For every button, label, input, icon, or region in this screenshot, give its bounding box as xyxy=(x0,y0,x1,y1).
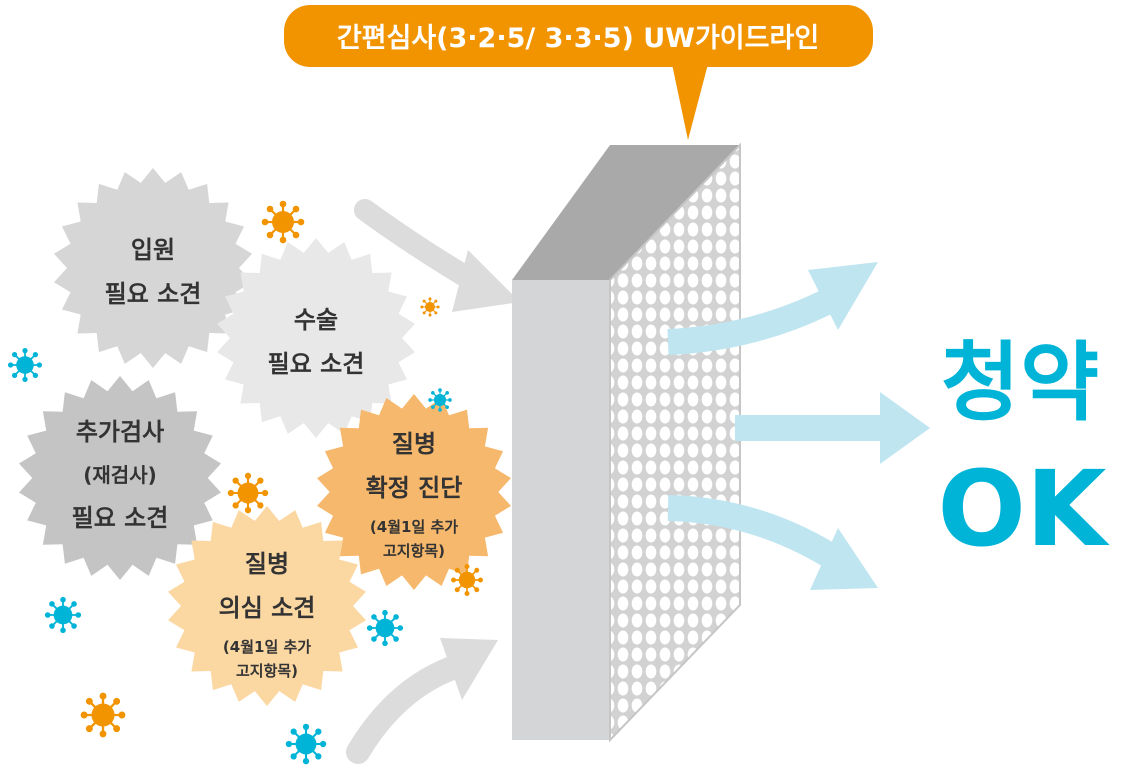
orange-virus-icon xyxy=(260,199,306,245)
badge-surgery-line1: 수술 xyxy=(294,306,338,334)
orange-virus-icon xyxy=(226,471,270,515)
badge-extra-test-line1: 추가검사 xyxy=(76,418,164,446)
outflow-arrow-down xyxy=(667,495,878,590)
badge-confirmed-note2: 고지항목) xyxy=(383,542,445,560)
badge-surgery-line2: 필요 소견 xyxy=(268,350,365,378)
cyan-virus-icon xyxy=(427,387,453,413)
outflow-arrow-up xyxy=(667,262,878,355)
result-line1: 청약 xyxy=(941,333,1099,433)
banner-text: 간편심사(3·2·5/ 3·3·5) UW가이드라인 xyxy=(337,23,819,54)
badge-suspected-line1: 질병 xyxy=(245,550,289,578)
filter-block xyxy=(512,142,741,743)
cyan-virus-icon xyxy=(365,608,405,648)
starburst-confirmed xyxy=(317,394,511,590)
badge-extra-test-line2: (재검사) xyxy=(83,463,156,487)
filter-top-face xyxy=(512,145,740,280)
outflow-arrow-middle xyxy=(735,392,930,464)
orange-virus-icon xyxy=(79,691,127,739)
starburst-extra-test xyxy=(19,376,221,580)
badge-admission-line2: 필요 소견 xyxy=(105,280,202,308)
cyan-virus-icon xyxy=(7,347,43,383)
result-line2: OK xyxy=(938,448,1110,570)
badge-admission: 입원 필요 소견 xyxy=(105,236,202,308)
filter-front-face xyxy=(512,280,610,740)
starburst-surgery xyxy=(217,238,415,438)
badge-extra-test: 추가검사 (재검사) 필요 소견 xyxy=(72,418,169,532)
cyan-virus-icon xyxy=(43,595,83,635)
starburst-admission xyxy=(54,168,252,368)
badge-suspected-note1: (4월1일 추가 xyxy=(223,638,311,656)
starburst-suspected xyxy=(168,506,366,706)
badge-suspected-line2: 의심 소견 xyxy=(219,594,316,622)
badge-confirmed-line2: 확정 진단 xyxy=(366,474,463,502)
badge-admission-line1: 입원 xyxy=(131,236,175,264)
banner-pointer xyxy=(672,64,708,140)
orange-virus-icon xyxy=(450,563,484,597)
badge-suspected-disease: 질병 의심 소견 (4월1일 추가 고지항목) xyxy=(219,550,316,680)
cyan-virus-icon xyxy=(284,722,328,766)
badge-extra-test-line3: 필요 소견 xyxy=(72,504,169,532)
badge-confirmed-diagnosis: 질병 확정 진단 (4월1일 추가 고지항목) xyxy=(366,430,463,560)
inflow-arrow-bottom xyxy=(346,638,498,764)
badge-confirmed-line1: 질병 xyxy=(392,430,436,458)
orange-virus-icon xyxy=(419,296,441,318)
badge-suspected-note2: 고지항목) xyxy=(236,662,298,680)
badge-surgery: 수술 필요 소견 xyxy=(268,306,365,378)
guideline-banner: 간편심사(3·2·5/ 3·3·5) UW가이드라인 xyxy=(284,5,873,140)
badge-confirmed-note1: (4월1일 추가 xyxy=(370,518,458,536)
filter-mesh-face xyxy=(610,145,740,740)
inflow-arrow-top xyxy=(354,199,520,312)
